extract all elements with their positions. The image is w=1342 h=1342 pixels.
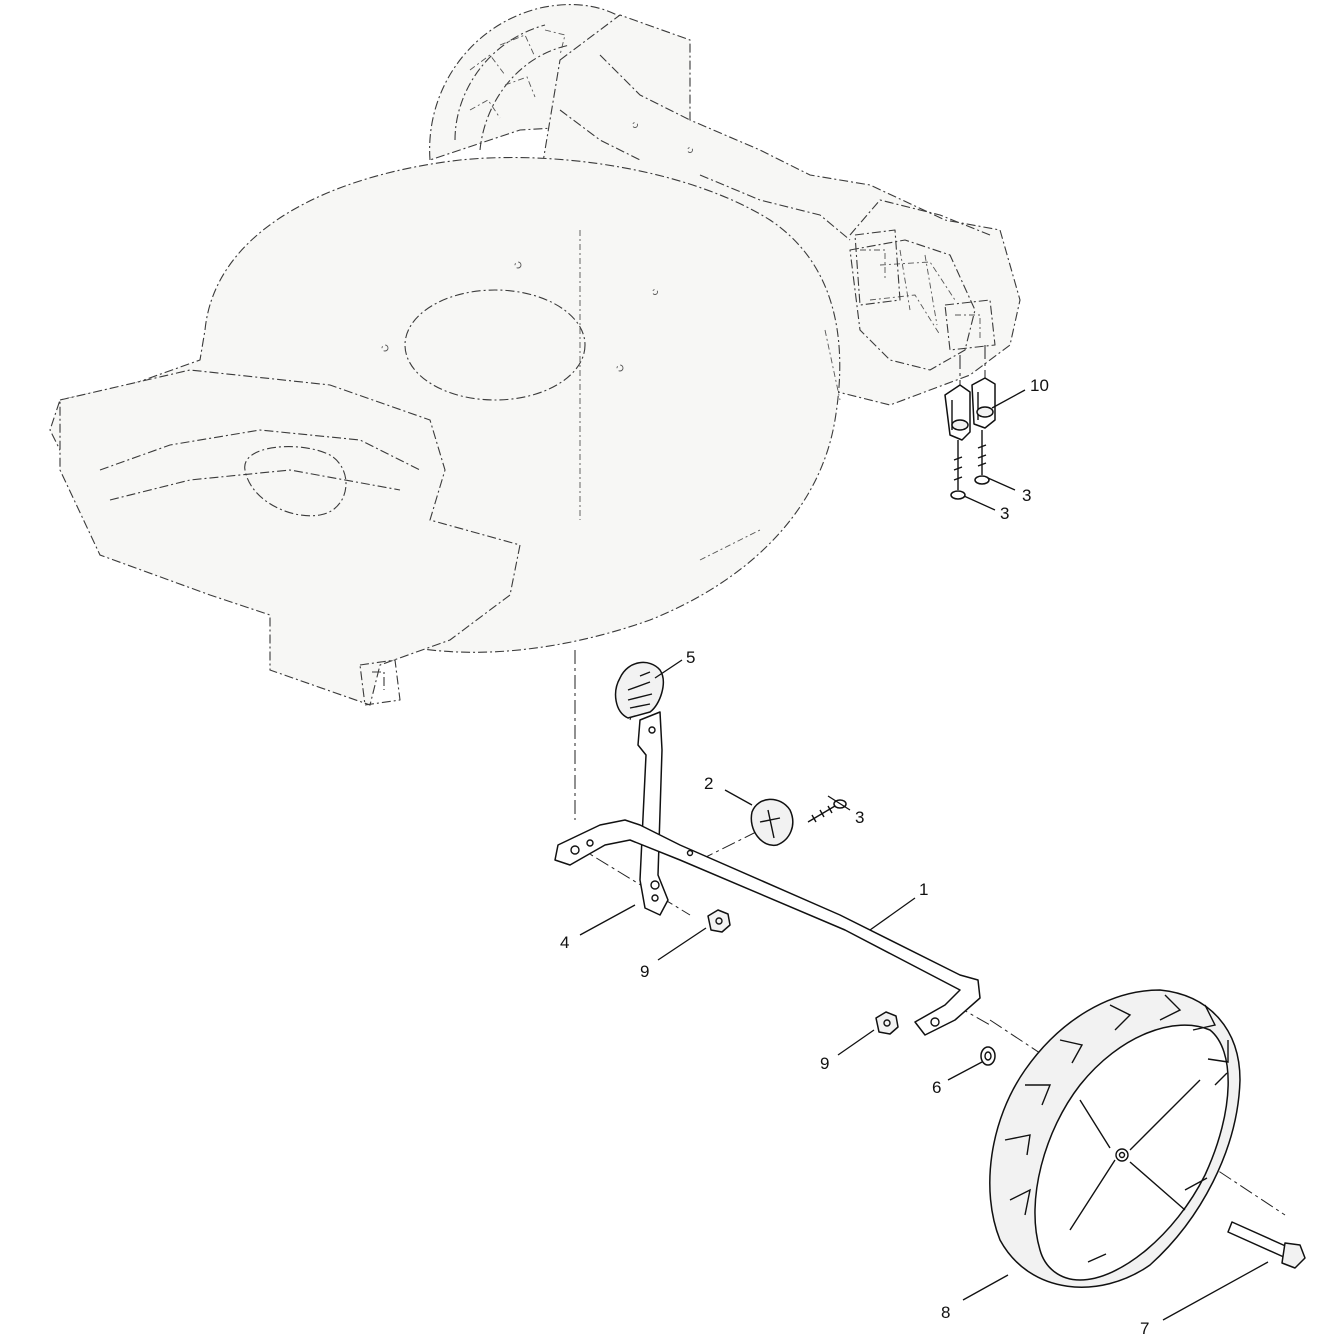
callout-4: 4 (560, 933, 569, 952)
callout-8: 8 (941, 1303, 950, 1322)
callout-3-a: 3 (1022, 486, 1031, 505)
callout-5: 5 (686, 648, 695, 667)
mower-deck-ghost (49, 4, 1021, 706)
part-6-washer (980, 1046, 996, 1066)
part-2-cap (750, 798, 794, 846)
callout-7: 7 (1140, 1319, 1149, 1338)
callout-9-a: 9 (640, 962, 649, 981)
part-3-screws-upper (950, 430, 990, 500)
callout-labels: 10 3 3 5 2 3 1 4 9 9 6 8 7 (560, 376, 1149, 1338)
part-10-clips (944, 377, 996, 441)
callout-6: 6 (932, 1078, 941, 1097)
callout-1: 1 (919, 880, 928, 899)
part-5-knob (614, 661, 664, 719)
callout-9-b: 9 (820, 1054, 829, 1073)
part-4-lever (637, 711, 669, 916)
callout-10: 10 (1030, 376, 1049, 395)
part-8-wheel (989, 989, 1241, 1288)
leader-lines (579, 389, 1269, 1321)
part-9-nut-lower (875, 1011, 899, 1035)
callout-3-c: 3 (855, 808, 864, 827)
callout-3-b: 3 (1000, 504, 1009, 523)
part-9-nut-upper (707, 909, 731, 933)
callout-2: 2 (704, 774, 713, 793)
part-7-bolt (1227, 1221, 1306, 1269)
part-1-axle (554, 819, 981, 1036)
